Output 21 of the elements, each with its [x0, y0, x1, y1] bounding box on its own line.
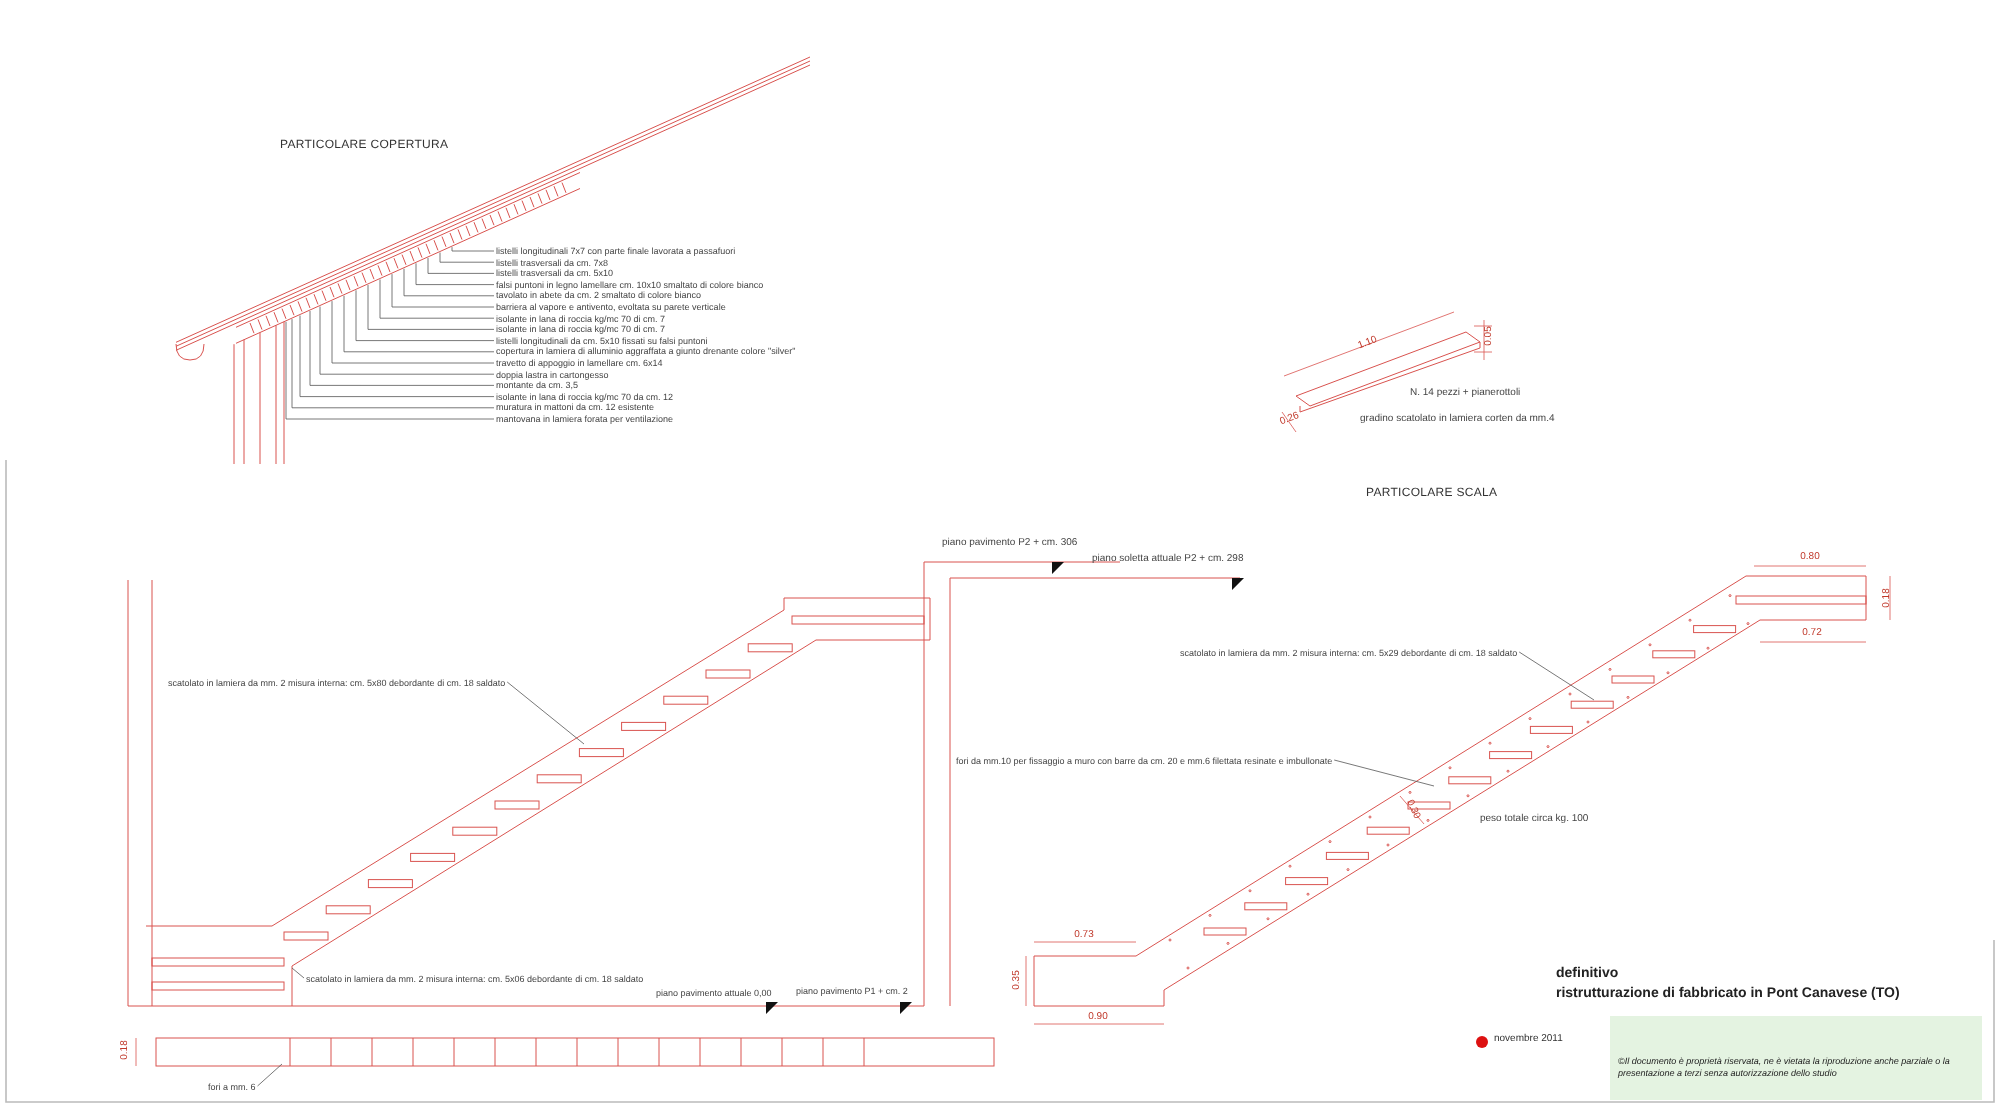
- leader-line: [379, 279, 495, 319]
- leader-line: [1333, 759, 1435, 787]
- leader-line: [299, 315, 495, 397]
- leader-line: [415, 262, 495, 285]
- leader-line: [331, 300, 495, 364]
- leader-line: [319, 306, 495, 375]
- leader-line: [367, 284, 495, 330]
- leader-line: [403, 268, 495, 297]
- leader-line: [355, 289, 495, 341]
- leader-line: [285, 321, 495, 420]
- leader-line: [309, 310, 495, 386]
- leader-line: [1518, 651, 1595, 701]
- leader-line: [291, 318, 495, 409]
- leader-line: [291, 967, 305, 979]
- leader-line: [427, 257, 495, 274]
- leader-line: [451, 246, 495, 252]
- leader-line: [506, 681, 585, 745]
- leader-line: [257, 1063, 283, 1087]
- leader-line: [343, 295, 495, 353]
- leader-line: [439, 252, 495, 263]
- leader-line: [391, 273, 495, 308]
